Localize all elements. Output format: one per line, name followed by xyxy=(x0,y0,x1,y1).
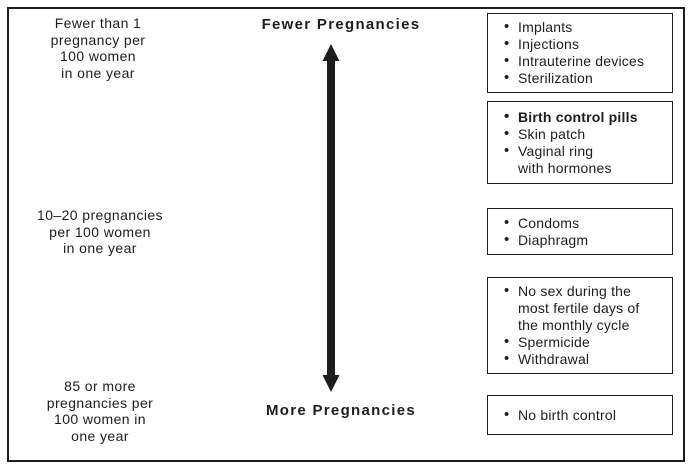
method-list: Implants Injections Intrauterine devices… xyxy=(488,18,672,87)
rate-label-middle: 10–20 pregnancies per 100 women in one y… xyxy=(18,207,182,257)
method-item: Injections xyxy=(488,35,672,53)
method-box-long-acting: Implants Injections Intrauterine devices… xyxy=(487,13,673,93)
rate-label-line: 100 women in xyxy=(54,411,146,427)
rate-label-line: Fewer than 1 xyxy=(54,15,142,31)
double-headed-arrow-icon xyxy=(322,44,340,392)
rate-label-most: 85 or more pregnancies per 100 women in … xyxy=(20,378,180,444)
rate-label-line: one year xyxy=(71,427,129,444)
method-list: No sex during the most fertile days of t… xyxy=(488,282,672,368)
rate-label-line: per 100 women xyxy=(49,223,151,240)
axis-label-fewer-pregnancies: Fewer Pregnancies xyxy=(261,16,421,33)
method-item: Diaphragm xyxy=(488,231,672,249)
method-item-emphasized: Birth control pills xyxy=(488,108,672,126)
method-box-hormonal: Birth control pills Skin patch Vaginal r… xyxy=(487,101,673,184)
method-item: Withdrawal xyxy=(488,350,672,368)
method-box-none: No birth control xyxy=(487,395,673,435)
rate-label-fewest: Fewer than 1 pregnancy per 100 women in … xyxy=(20,15,176,81)
method-item: Sterilization xyxy=(488,69,672,87)
method-box-barrier: Condoms Diaphragm xyxy=(487,208,673,255)
rate-label-line: in one year xyxy=(61,64,135,81)
method-item: Condoms xyxy=(488,214,672,232)
method-box-behavioral: No sex during the most fertile days of t… xyxy=(487,277,673,374)
method-list: No birth control xyxy=(488,406,672,424)
axis-label-more-pregnancies: More Pregnancies xyxy=(265,402,416,419)
rate-label-line: pregnancies per xyxy=(46,394,154,411)
method-item: No sex during the most fertile days of t… xyxy=(488,282,672,334)
method-item: Spermicide xyxy=(488,333,672,351)
figure-frame xyxy=(7,7,685,462)
method-item: Intrauterine devices xyxy=(488,52,672,70)
rate-label-line: 10–20 pregnancies xyxy=(37,207,163,223)
method-item: Implants xyxy=(488,18,672,36)
rate-label-line: 100 women xyxy=(60,48,136,64)
rate-label-line: pregnancy per xyxy=(50,31,146,48)
rate-label-line: 85 or more xyxy=(64,378,136,394)
method-item: Vaginal ring with hormones xyxy=(488,142,672,177)
method-list: Condoms Diaphragm xyxy=(488,214,672,249)
rate-label-line: in one year xyxy=(63,240,137,256)
method-item: Skin patch xyxy=(488,125,672,143)
method-list: Birth control pills Skin patch Vaginal r… xyxy=(488,108,672,177)
method-item: No birth control xyxy=(488,406,672,424)
